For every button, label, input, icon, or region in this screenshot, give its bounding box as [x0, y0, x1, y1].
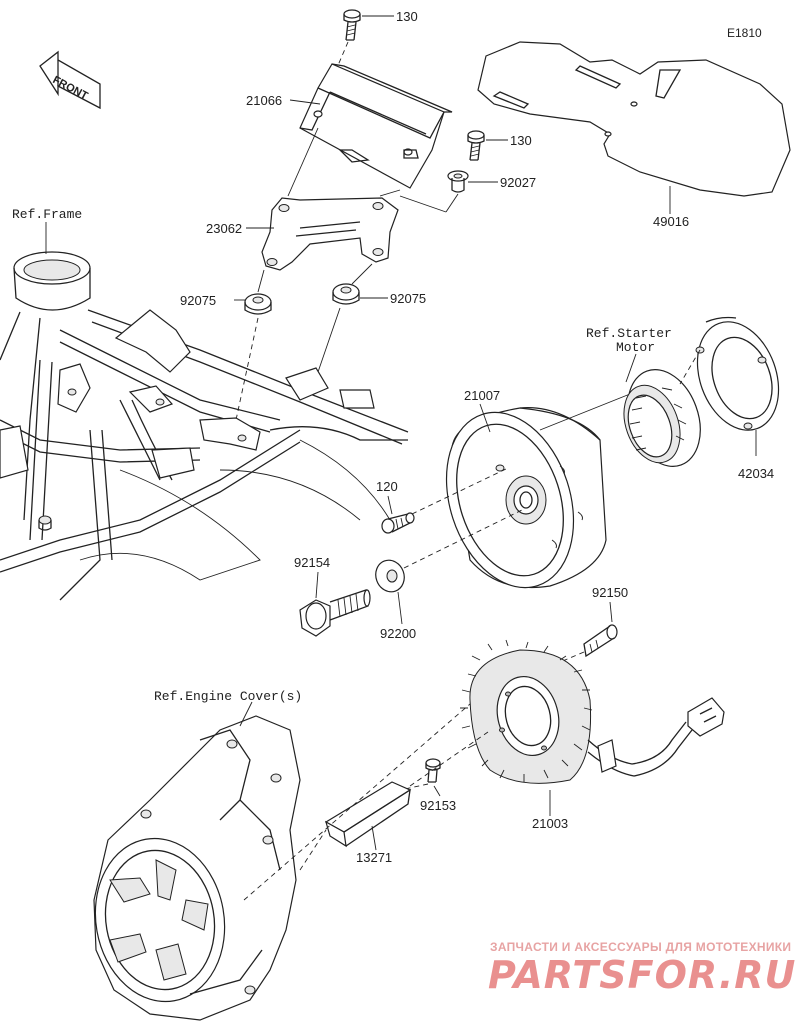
clutch-ring-42034 [695, 316, 780, 431]
starter-gear-assembly [623, 368, 701, 468]
grommet-92075-right [332, 283, 360, 305]
front-arrow-icon: FRONT [39, 50, 101, 110]
label-bolt-small: 120 [376, 479, 398, 494]
watermark-brand: PARTSFOR.RU [488, 953, 796, 997]
label-bolt-right: 130 [510, 133, 532, 148]
bolt-130-top [343, 9, 361, 41]
label-grommet-right: 92075 [390, 291, 426, 306]
front-label: FRONT [51, 74, 90, 103]
bolt-92153 [425, 758, 441, 783]
ref-starter-line1: Ref.Starter [586, 326, 672, 341]
cover-plate-49016 [477, 41, 791, 197]
watermark: ЗАПЧАСТИ И АКСЕССУАРЫ ДЛЯ МОТОТЕХНИКИ PA… [488, 940, 796, 997]
washer-92200 [375, 559, 405, 593]
holder-13271 [324, 781, 412, 848]
ref-starter-line2: Motor [616, 340, 655, 355]
frame-assembly [0, 251, 409, 601]
diagram-code: E1810 [727, 26, 762, 40]
label-bolt-top: 130 [396, 9, 418, 24]
stator-21003 [460, 639, 593, 784]
watermark-tagline: ЗАПЧАСТИ И АКСЕССУАРЫ ДЛЯ МОТОТЕХНИКИ [490, 940, 791, 954]
ref-frame: Ref.Frame [12, 207, 82, 222]
stator-bolt-92150 [583, 624, 618, 658]
label-washer: 92200 [380, 626, 416, 641]
stator-wire-harness [587, 697, 725, 777]
grommet-92075-left [244, 293, 272, 315]
label-collar: 92027 [500, 175, 536, 190]
label-flange-bolt: 92154 [294, 555, 330, 570]
engine-cover [93, 715, 301, 1021]
label-holder: 13271 [356, 850, 392, 865]
bracket-box-21066 [299, 63, 453, 189]
label-grommet-left: 92075 [180, 293, 216, 308]
bracket-plate-23062 [261, 197, 399, 271]
bolt-120 [381, 512, 415, 534]
label-clutch: 42034 [738, 466, 774, 481]
flange-bolt-92154 [299, 589, 371, 637]
ref-engine-cover: Ref.Engine Cover(s) [154, 689, 302, 704]
label-bracket-plate: 23062 [206, 221, 242, 236]
label-rotor: 21007 [464, 388, 500, 403]
label-bolt-holder: 92153 [420, 798, 456, 813]
label-stator: 21003 [532, 816, 568, 831]
label-stator-bolt: 92150 [592, 585, 628, 600]
rotor-21007 [445, 407, 607, 589]
label-bracket-box: 21066 [246, 93, 282, 108]
bolt-130-right [467, 130, 485, 161]
label-cover-plate: 49016 [653, 214, 689, 229]
collar-92027 [447, 170, 469, 193]
